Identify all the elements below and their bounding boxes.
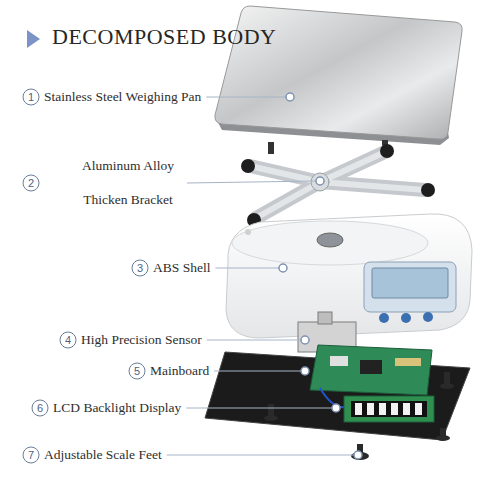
callout-circle xyxy=(60,332,76,348)
leader-line xyxy=(207,340,301,341)
leader-line xyxy=(206,97,286,98)
abs-shell xyxy=(226,214,472,338)
callout-number: 7 xyxy=(23,447,39,463)
leader-line xyxy=(187,181,316,183)
leader-line xyxy=(186,408,332,409)
part-name: High Precision Sensor xyxy=(81,332,202,348)
callout-circle xyxy=(132,260,148,276)
callout-number: 1 xyxy=(23,89,39,105)
leader-dot xyxy=(301,336,309,344)
part-name: Aluminum Alloy Thicken Bracket xyxy=(74,149,182,217)
part-name: Mainboard xyxy=(150,363,209,379)
callout-circle xyxy=(23,89,39,105)
callout-circle xyxy=(129,363,145,379)
part-name: Stainless Steel Weighing Pan xyxy=(44,89,201,105)
leader-line xyxy=(215,268,279,269)
callout-circle xyxy=(32,400,48,416)
part-name: Adjustable Scale Feet xyxy=(44,447,162,463)
callout-number: 6 xyxy=(32,400,48,416)
leader-dot xyxy=(332,404,340,412)
leader-line xyxy=(214,371,301,372)
leader-dot xyxy=(301,367,309,375)
title-arrow xyxy=(27,30,40,48)
diagram-title: DECOMPOSED BODY xyxy=(52,24,276,50)
callout-number: 4 xyxy=(60,332,76,348)
bracket xyxy=(241,144,435,227)
part-name: ABS Shell xyxy=(153,260,210,276)
leader-dot xyxy=(316,177,324,185)
scale-feet xyxy=(264,372,454,460)
leader-dot xyxy=(279,264,287,272)
part-name: LCD Backlight Display xyxy=(53,400,181,416)
callout-circle xyxy=(23,175,39,191)
callout-circle xyxy=(23,447,39,463)
leader-dot xyxy=(286,93,294,101)
leader-line xyxy=(167,455,354,456)
callout-number: 2 xyxy=(23,175,39,191)
callout-number: 5 xyxy=(129,363,145,379)
callout-number: 3 xyxy=(132,260,148,276)
leader-dot xyxy=(354,451,362,459)
lcd-board xyxy=(344,396,434,422)
